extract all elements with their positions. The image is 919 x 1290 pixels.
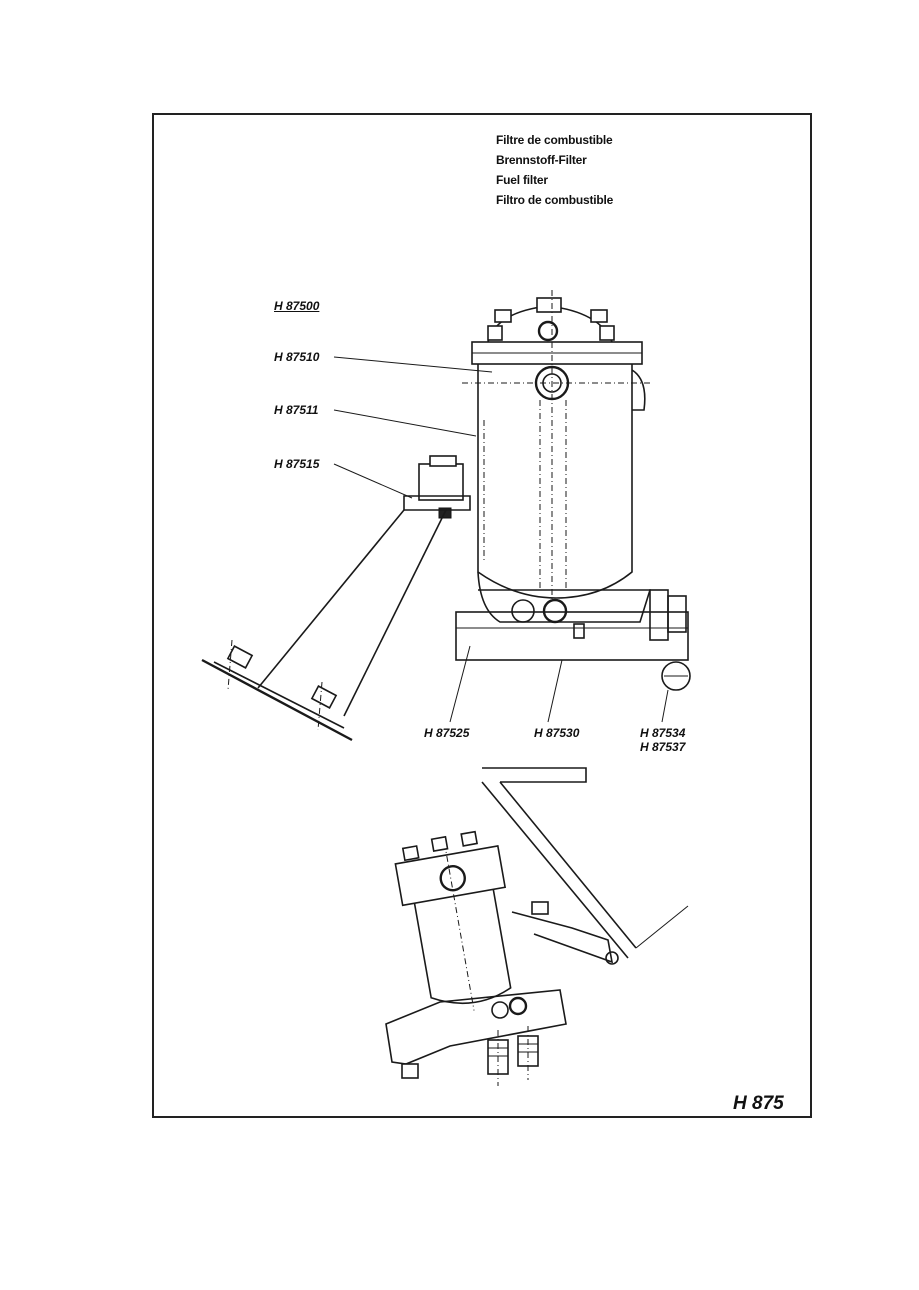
part-label-h87534: H 87534: [640, 726, 686, 740]
cover-bolt-right-icon: [599, 325, 615, 341]
mounting-clamp: [418, 463, 464, 501]
title-german: Brennstoff-Filter: [496, 153, 587, 167]
installed-port-left-icon: [491, 1001, 509, 1019]
foot-nut-left-icon: [226, 645, 254, 669]
title-french: Filtre de combustible: [496, 133, 613, 147]
filter-main-view: [201, 290, 691, 742]
top-right-nut-icon: [590, 309, 608, 323]
installed-bracket: [511, 911, 614, 964]
filter-installed-view: [385, 767, 689, 1086]
drawing-frame: [152, 113, 812, 1118]
bracket-strut-right: [343, 509, 447, 717]
foot-nut-right-icon: [310, 685, 338, 709]
title-spanish: Filtro de combustible: [496, 193, 614, 207]
part-label-h87515: H 87515: [274, 457, 320, 471]
part-label-main: H 87500: [274, 299, 320, 313]
bracket-strut-left: [257, 509, 405, 689]
part-label-h87537: H 87537: [640, 740, 686, 754]
filter-bowl: [477, 364, 633, 599]
leader-h87530: [547, 659, 563, 723]
bracket-plate: [403, 495, 471, 511]
installed-port-right-icon: [508, 996, 528, 1016]
support-rail: [482, 767, 587, 783]
installed-banjo-icon: [439, 865, 466, 892]
top-center-nut-icon: [536, 297, 562, 313]
clamp-nut-icon: [429, 455, 457, 467]
base-port-left-icon: [511, 599, 535, 623]
part-label-h87511: H 87511: [274, 403, 319, 417]
drain-plug-icon: [401, 1063, 419, 1079]
leader-h87534: [661, 689, 669, 723]
title-english: Fuel filter: [496, 173, 548, 187]
part-label-h87510: H 87510: [274, 350, 320, 364]
mounting-base: [201, 658, 353, 742]
cover-bolt-left-icon: [487, 325, 503, 341]
plate-number: H 875: [733, 1093, 784, 1114]
title-block: Filtre de combustible Brennstoff-Filter …: [496, 130, 613, 210]
leader-h87511: [333, 409, 477, 437]
outlet-fitting-icon: [661, 661, 691, 691]
top-left-nut-icon: [494, 309, 512, 323]
leader-h87510: [333, 356, 493, 373]
leader-h87515: [333, 463, 413, 499]
center-bolt-icon: [537, 320, 559, 342]
installed-manifold: [385, 989, 567, 1065]
part-label-h87530: H 87530: [534, 726, 580, 740]
leader-h87525: [449, 645, 471, 723]
base-port-right-icon: [542, 598, 568, 624]
part-label-h87525: H 87525: [424, 726, 470, 740]
lower-manifold: [455, 611, 689, 661]
